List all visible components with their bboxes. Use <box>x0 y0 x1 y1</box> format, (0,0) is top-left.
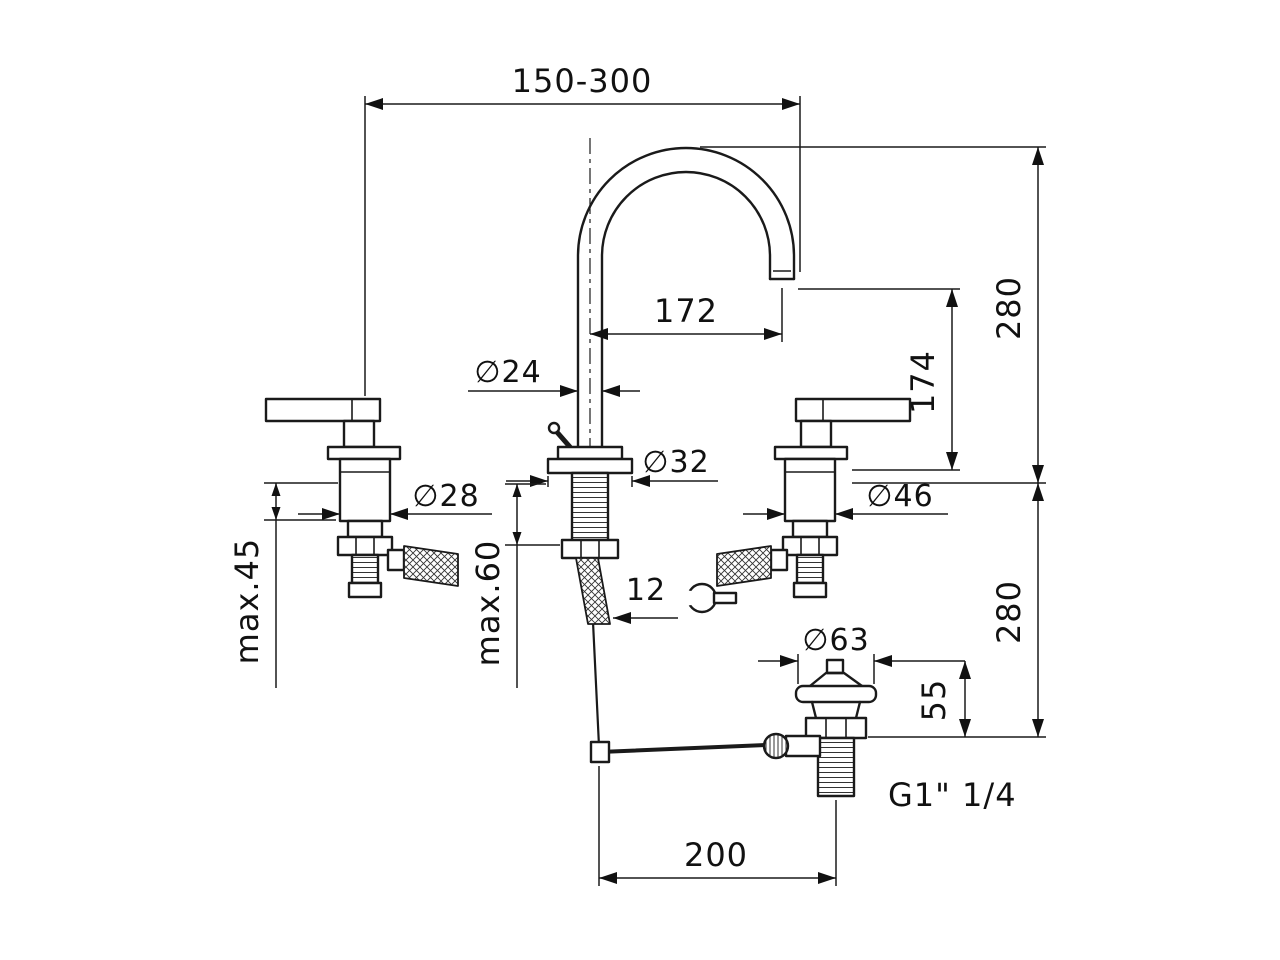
right-handle-assembly <box>716 397 912 599</box>
dim-base-diameter-label: ∅32 <box>642 445 709 480</box>
dim-lower-height-label: 280 <box>990 580 1028 644</box>
dim-upper-height: 280 <box>700 146 1046 484</box>
spout <box>546 138 796 560</box>
dim-max-45: max.45 <box>228 482 338 688</box>
dim-spout-diameter: ∅24 <box>468 355 640 397</box>
dim-hose-nut: 12 <box>613 573 738 624</box>
drain-assembly <box>762 658 878 798</box>
dim-spread-label: 150-300 <box>512 62 653 100</box>
dim-max-60: max.60 <box>469 483 560 688</box>
dim-max-45-label: max.45 <box>228 538 266 665</box>
dim-right-handle-diameter-label: ∅46 <box>866 479 933 514</box>
drain-thread-label-group: G1" 1/4 <box>888 776 1017 814</box>
dim-upper-height-label: 280 <box>990 276 1028 340</box>
dim-outlet-height: 174 <box>798 288 960 471</box>
dim-left-handle-diameter-label: ∅28 <box>412 479 479 514</box>
pop-up-linkage <box>575 557 792 764</box>
dim-right-handle-diameter: ∅46 <box>743 479 948 520</box>
dim-drain-plug-height-label: 55 <box>915 679 953 722</box>
dim-drain-plug-height: 55 <box>915 661 971 737</box>
dim-hose-nut-label: 12 <box>626 573 666 608</box>
drain-thread-label: G1" 1/4 <box>888 776 1017 814</box>
dim-drain-offset-label: 200 <box>684 836 748 874</box>
dim-reach: 172 <box>590 288 783 342</box>
dim-max-60-label: max.60 <box>469 540 507 667</box>
dim-left-handle-diameter: ∅28 <box>298 479 492 520</box>
dim-drain-diameter-label: ∅63 <box>802 623 869 658</box>
wrench-icon <box>680 582 738 614</box>
dim-reach-label: 172 <box>654 292 718 330</box>
dim-lower-height: 280 <box>868 483 1046 738</box>
dim-spout-diameter-label: ∅24 <box>474 355 541 390</box>
left-handle-assembly <box>264 397 459 599</box>
dim-drain-diameter: ∅63 <box>758 623 965 684</box>
dim-drain-offset: 200 <box>598 766 837 886</box>
dim-spread: 150-300 <box>364 62 801 396</box>
dim-base-diameter: ∅32 <box>506 445 718 487</box>
dim-outlet-height-label: 174 <box>904 350 942 414</box>
